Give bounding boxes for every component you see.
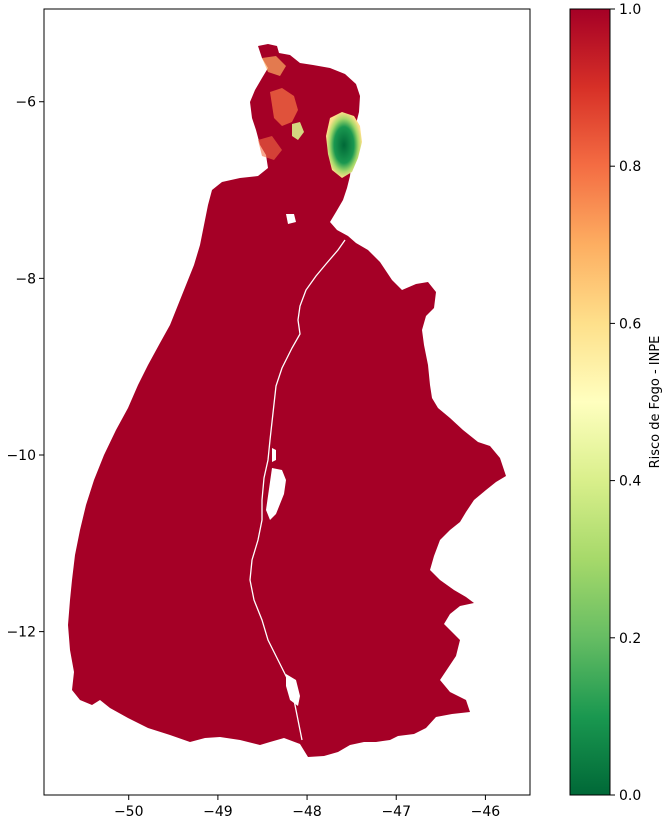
north-orange-patch <box>262 56 286 76</box>
colorbar-tick-label: 0.8 <box>619 159 641 175</box>
colorbar-tick-label: 0.4 <box>619 474 641 490</box>
fire-risk-raster <box>68 44 506 757</box>
y-tick-label: −10 <box>6 448 36 464</box>
x-tick-label: −48 <box>292 804 322 820</box>
north-orange-patch <box>270 88 298 126</box>
reservoir-patch <box>266 468 286 520</box>
reservoir-patch <box>286 674 300 706</box>
colorbar-gradient <box>569 8 611 796</box>
x-tick-label: −46 <box>471 804 501 820</box>
state-region <box>68 44 506 757</box>
y-tick-label: −8 <box>15 271 36 287</box>
colorbar-tick-label: 1.0 <box>619 2 641 18</box>
colorbar: 0.0 0.2 0.4 0.6 0.8 1.0 Risco de Fogo - INPE <box>569 2 663 804</box>
x-tick-label: −47 <box>381 804 411 820</box>
river-line <box>249 239 346 741</box>
y-tick-label: −6 <box>15 95 36 111</box>
north-yellow-patch <box>292 122 304 140</box>
colorbar-tick-label: 0.0 <box>619 788 641 804</box>
colorbar-tick-label: 0.2 <box>619 631 641 647</box>
x-axis: −50 −49 −48 −47 −46 <box>114 795 500 820</box>
y-tick-label: −12 <box>6 625 36 641</box>
low-risk-green-patch <box>326 112 362 178</box>
colorbar-ticks: 0.0 0.2 0.4 0.6 0.8 1.0 <box>610 2 641 804</box>
reservoir-patch <box>272 448 276 462</box>
north-orange-patch <box>258 136 282 160</box>
reservoir-patch <box>286 214 296 224</box>
x-tick-label: −49 <box>203 804 233 820</box>
y-axis: −6 −8 −10 −12 <box>6 95 44 641</box>
x-tick-label: −50 <box>114 804 144 820</box>
colorbar-label: Risco de Fogo - INPE <box>648 336 663 469</box>
colorbar-tick-label: 0.6 <box>619 316 641 332</box>
